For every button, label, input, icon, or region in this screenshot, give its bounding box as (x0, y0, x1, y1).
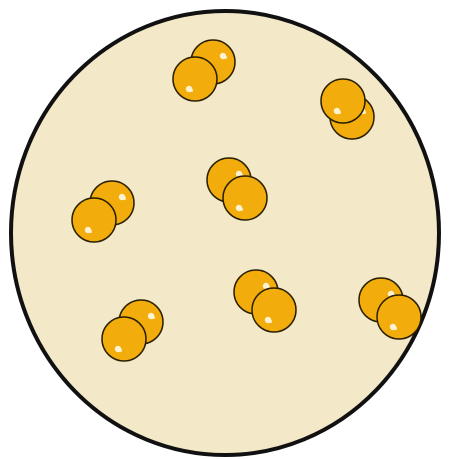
bacterium-highlight (394, 327, 397, 330)
bacterium-body (377, 295, 421, 339)
bacterium-body (321, 79, 365, 123)
bacterium-highlight (269, 320, 272, 323)
bacterium-body (223, 176, 267, 220)
bacterium-cell (252, 288, 296, 332)
bacterium-highlight (119, 349, 122, 352)
bacterium-highlight (123, 197, 126, 200)
bacterium-highlight (338, 111, 341, 114)
bacterium-body (102, 317, 146, 361)
bacterium-highlight (240, 208, 243, 211)
bacterium-body (252, 288, 296, 332)
bacterium-highlight (190, 89, 193, 92)
bacterium-cell (377, 295, 421, 339)
bacterium-cell (321, 79, 365, 123)
bacterium-cell (223, 176, 267, 220)
bacterium-cell (173, 57, 217, 101)
bacterium-highlight (89, 230, 92, 233)
bacterium-cell (102, 317, 146, 361)
bacterium-body (72, 198, 116, 242)
bacterium-cell (72, 198, 116, 242)
bacterium-highlight (224, 56, 227, 59)
bacterium-body (173, 57, 217, 101)
bacterium-highlight (363, 111, 366, 114)
bacterium-highlight (152, 316, 155, 319)
